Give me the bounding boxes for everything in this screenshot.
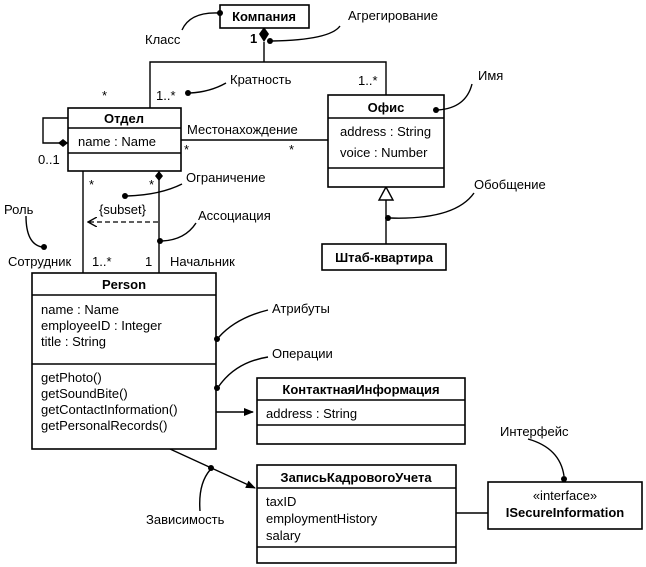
mult-dept-location: * xyxy=(184,142,189,157)
interface-name: ISecureInformation xyxy=(506,505,625,520)
association-location-label: Местонахождение xyxy=(187,122,298,137)
callout-generalization-label: Обобщение xyxy=(474,177,546,192)
class-hr-record-name: ЗаписьКадровогоУчета xyxy=(280,470,432,485)
class-office-attr-address: address : String xyxy=(340,124,431,139)
class-person-op-getsoundbite: getSoundBite() xyxy=(41,386,128,401)
mult-dept-bottom-left: * xyxy=(89,177,94,192)
generalization-triangle xyxy=(377,185,395,201)
class-hq: Штаб-квартира xyxy=(321,243,447,271)
callout-attributes-leader xyxy=(218,309,269,338)
class-dept-attr: name : Name xyxy=(78,134,156,149)
callout-constraint-label: Ограничение xyxy=(186,170,265,185)
callout-operations-leader xyxy=(218,356,269,387)
callout-multiplicity-leader xyxy=(189,82,227,94)
callout-role-dot xyxy=(41,244,47,250)
role-boss-label: Начальник xyxy=(170,254,235,269)
callout-class-label: Класс xyxy=(145,32,181,47)
class-person-attr-name: name : Name xyxy=(41,302,119,317)
mult-person-left: 1..* xyxy=(92,254,112,269)
class-contact-info: КонтактнаяИнформация address : String xyxy=(256,377,466,445)
interface-isecureinformation: «interface» ISecureInformation xyxy=(487,481,643,530)
class-dept: Отдел name : Name xyxy=(67,107,182,172)
mult-office-location: * xyxy=(289,142,294,157)
role-employee-label: Сотрудник xyxy=(8,254,71,269)
aggregation-line xyxy=(149,42,387,108)
callout-aggregation-leader xyxy=(271,25,341,42)
callout-generalization-dot xyxy=(385,215,391,221)
class-hq-name: Штаб-квартира xyxy=(335,250,434,265)
callout-attributes-dot xyxy=(214,336,220,342)
callout-association-dot xyxy=(157,238,163,244)
callout-association-label: Ассоциация xyxy=(198,208,271,223)
class-company: Компания xyxy=(219,4,310,29)
mult-office-top: 1..* xyxy=(358,73,378,88)
aggregation-diamond xyxy=(259,27,269,42)
callout-name-dot xyxy=(433,107,439,113)
callout-dependency-dot xyxy=(208,465,214,471)
callout-association-leader xyxy=(161,222,197,242)
callout-dependency-label: Зависимость xyxy=(146,512,225,527)
mult-dept-self-range: 0..1 xyxy=(38,152,60,167)
interface-stereotype: «interface» xyxy=(533,488,597,503)
class-person: Person name : Name employeeID : Integer … xyxy=(31,272,217,450)
dept-self-association xyxy=(42,117,68,144)
class-person-name: Person xyxy=(102,277,146,292)
class-hr-record-attr-employmenthistory: employmentHistory xyxy=(266,511,378,526)
class-office-attr-voice: voice : Number xyxy=(340,145,428,160)
class-contact-info-attr: address : String xyxy=(266,406,357,421)
callout-name-leader xyxy=(437,83,473,111)
callout-attributes-label: Атрибуты xyxy=(272,301,330,316)
mult-dept-top: 1..* xyxy=(156,88,176,103)
callout-constraint-leader xyxy=(126,183,183,197)
callout-multiplicity-dot xyxy=(185,90,191,96)
class-office-name: Офис xyxy=(368,100,405,115)
callout-aggregation-label: Агрегирование xyxy=(348,8,438,23)
mult-dept-self-star: * xyxy=(102,88,107,103)
mult-person-right: 1 xyxy=(145,254,152,269)
class-company-name: Компания xyxy=(232,9,296,24)
class-hr-record-attr-salary: salary xyxy=(266,528,301,543)
class-person-attr-title: title : String xyxy=(41,334,106,349)
callout-multiplicity-label: Кратность xyxy=(230,72,292,87)
class-office: Офис address : String voice : Number xyxy=(327,94,445,188)
callout-constraint-dot xyxy=(122,193,128,199)
callout-interface-dot xyxy=(561,476,567,482)
class-person-op-getpersonalrecords: getPersonalRecords() xyxy=(41,418,167,433)
callout-class-dot xyxy=(217,10,223,16)
callout-role-label: Роль xyxy=(4,202,34,217)
mult-dept-bottom-right: * xyxy=(149,177,154,192)
boss-diamond xyxy=(155,171,163,181)
callout-generalization-leader xyxy=(389,192,475,219)
callout-interface-label: Интерфейс xyxy=(500,424,569,439)
class-hr-record-attr-taxid: taxID xyxy=(266,494,296,509)
callout-interface-leader xyxy=(527,438,565,477)
callout-operations-dot xyxy=(214,385,220,391)
callout-class-leader xyxy=(181,12,219,31)
class-person-op-getphoto: getPhoto() xyxy=(41,370,102,385)
dept-self-diamond xyxy=(58,139,68,147)
class-hr-record: ЗаписьКадровогоУчета taxID employmentHis… xyxy=(256,464,457,564)
class-dept-name: Отдел xyxy=(104,111,144,126)
callout-role-leader xyxy=(25,215,43,248)
mult-company-bottom: 1 xyxy=(250,31,257,46)
constraint-subset-label: {subset} xyxy=(99,202,147,217)
class-person-attr-employeeid: employeeID : Integer xyxy=(41,318,162,333)
callout-dependency-leader xyxy=(199,469,211,512)
class-person-op-getcontactinformation: getContactInformation() xyxy=(41,402,178,417)
callout-aggregation-dot xyxy=(267,38,273,44)
callout-operations-label: Операции xyxy=(272,346,333,361)
callout-name-label: Имя xyxy=(478,68,503,83)
class-contact-info-name: КонтактнаяИнформация xyxy=(282,382,439,397)
